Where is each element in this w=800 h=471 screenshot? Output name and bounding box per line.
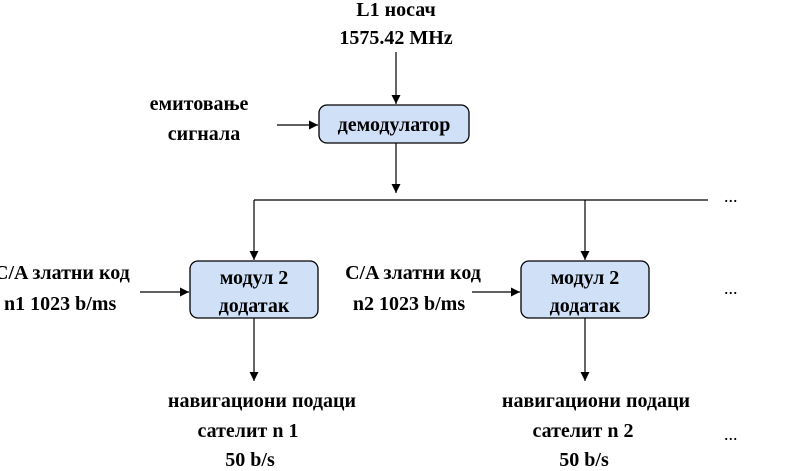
channel-1-adder-line1: модул 2 xyxy=(220,267,289,289)
channel-2-adder-line2: додатак xyxy=(550,295,621,317)
demodulator-box xyxy=(318,104,470,144)
channel-1-adder-block: модул 2 додатак xyxy=(189,260,319,319)
adder-row-ellipsis: ... xyxy=(724,278,738,298)
channel-2-output-line2: сателит n 2 xyxy=(533,420,634,442)
channel-2-adder-line1: модул 2 xyxy=(551,267,620,289)
channel-1-output-line2: сателит n 1 xyxy=(198,420,299,442)
output-row-ellipsis: ... xyxy=(724,424,738,444)
channel-1-code-line2: n1 1023 b/ms xyxy=(4,293,116,315)
channel-2-code-line2: n2 1023 b/ms xyxy=(353,293,465,315)
channel-2-code-line1: C/A златни код xyxy=(345,262,481,284)
channel-1-code-line1: C/A златни код xyxy=(0,262,130,284)
channel-2-output-line3: 50 b/s xyxy=(559,449,609,471)
channel-2-adder-block: модул 2 додатак xyxy=(520,260,650,319)
demodulator-block: демодулатор xyxy=(318,104,470,144)
demodulator-label: демодулатор xyxy=(338,114,451,136)
broadcast-label-line2: сигнала xyxy=(168,123,240,145)
channel-1-output-line1: навигациони подаци xyxy=(168,390,356,412)
broadcast-label-line1: емитовање xyxy=(150,93,249,115)
carrier-label-line2: 1575.42 MHz xyxy=(339,27,452,49)
channel-1-output-line3: 50 b/s xyxy=(225,449,275,471)
channel-2-output-line1: навигациони подаци xyxy=(502,390,690,412)
channel-1-adder-line2: додатак xyxy=(219,295,290,317)
bus-ellipsis: ... xyxy=(724,186,738,206)
carrier-label-line1: L1 носач xyxy=(356,0,435,21)
